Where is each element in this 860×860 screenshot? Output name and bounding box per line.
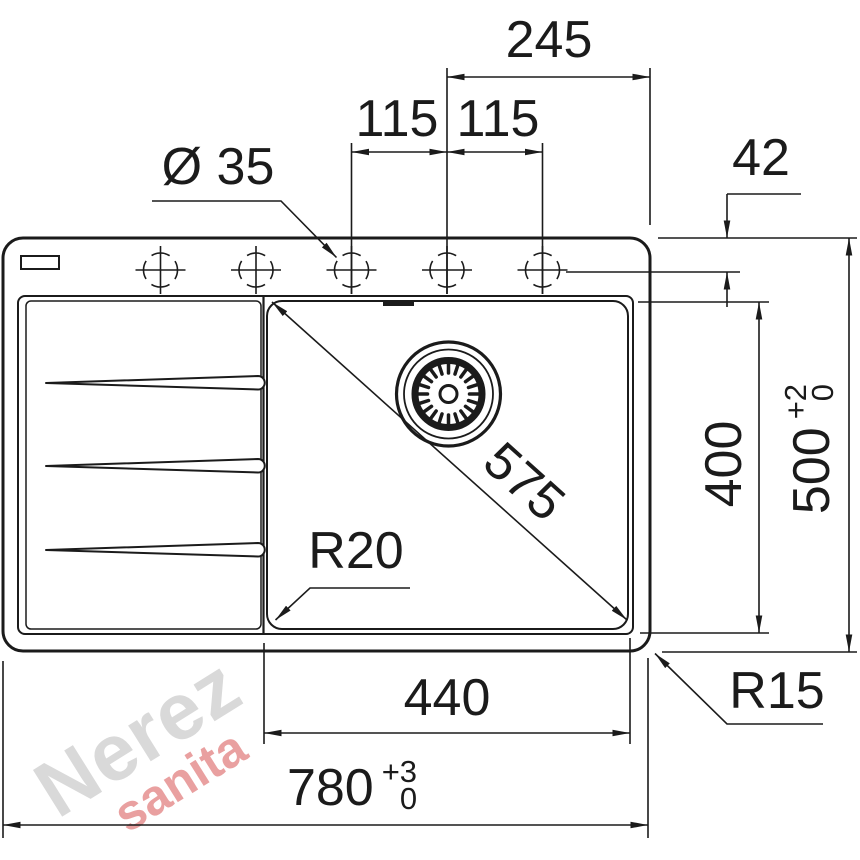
- dim-500-value: 500: [783, 427, 841, 515]
- dim-label-440: 440: [403, 669, 491, 727]
- faucet-hole: [231, 246, 281, 294]
- dim-label-115-left: 115: [355, 90, 439, 148]
- recess-outline: [18, 296, 633, 634]
- dim-780-tol-minus: 0: [399, 781, 418, 816]
- dim-500-tol-minus: 0: [805, 383, 840, 402]
- groove: [46, 459, 265, 473]
- dim-label-r15: R15: [729, 662, 825, 720]
- dim-label-780: 780 +3 0: [286, 754, 418, 817]
- bowl-outline: [267, 301, 628, 629]
- groove: [46, 376, 265, 390]
- dim-label-115-right: 115: [456, 90, 540, 148]
- dim-780-tol-plus: +3: [381, 754, 418, 789]
- faucet-hole: [136, 246, 186, 294]
- dim-780-value: 780: [286, 759, 374, 817]
- dim-label-500: 500 +2 0: [778, 383, 841, 515]
- groove: [46, 543, 265, 557]
- sink-outline: [3, 238, 650, 651]
- dim-label-42: 42: [732, 129, 790, 187]
- dimension-lines: [3, 68, 857, 838]
- dim-label-hole-diameter: Ø 35: [161, 138, 275, 196]
- drainboard-grooves: [46, 376, 265, 557]
- dim-label-r20: R20: [308, 522, 404, 580]
- dim-label-245: 245: [505, 11, 593, 69]
- brand-emboss: [21, 256, 59, 269]
- sink-body: [3, 238, 650, 651]
- dim-label-400: 400: [695, 420, 753, 508]
